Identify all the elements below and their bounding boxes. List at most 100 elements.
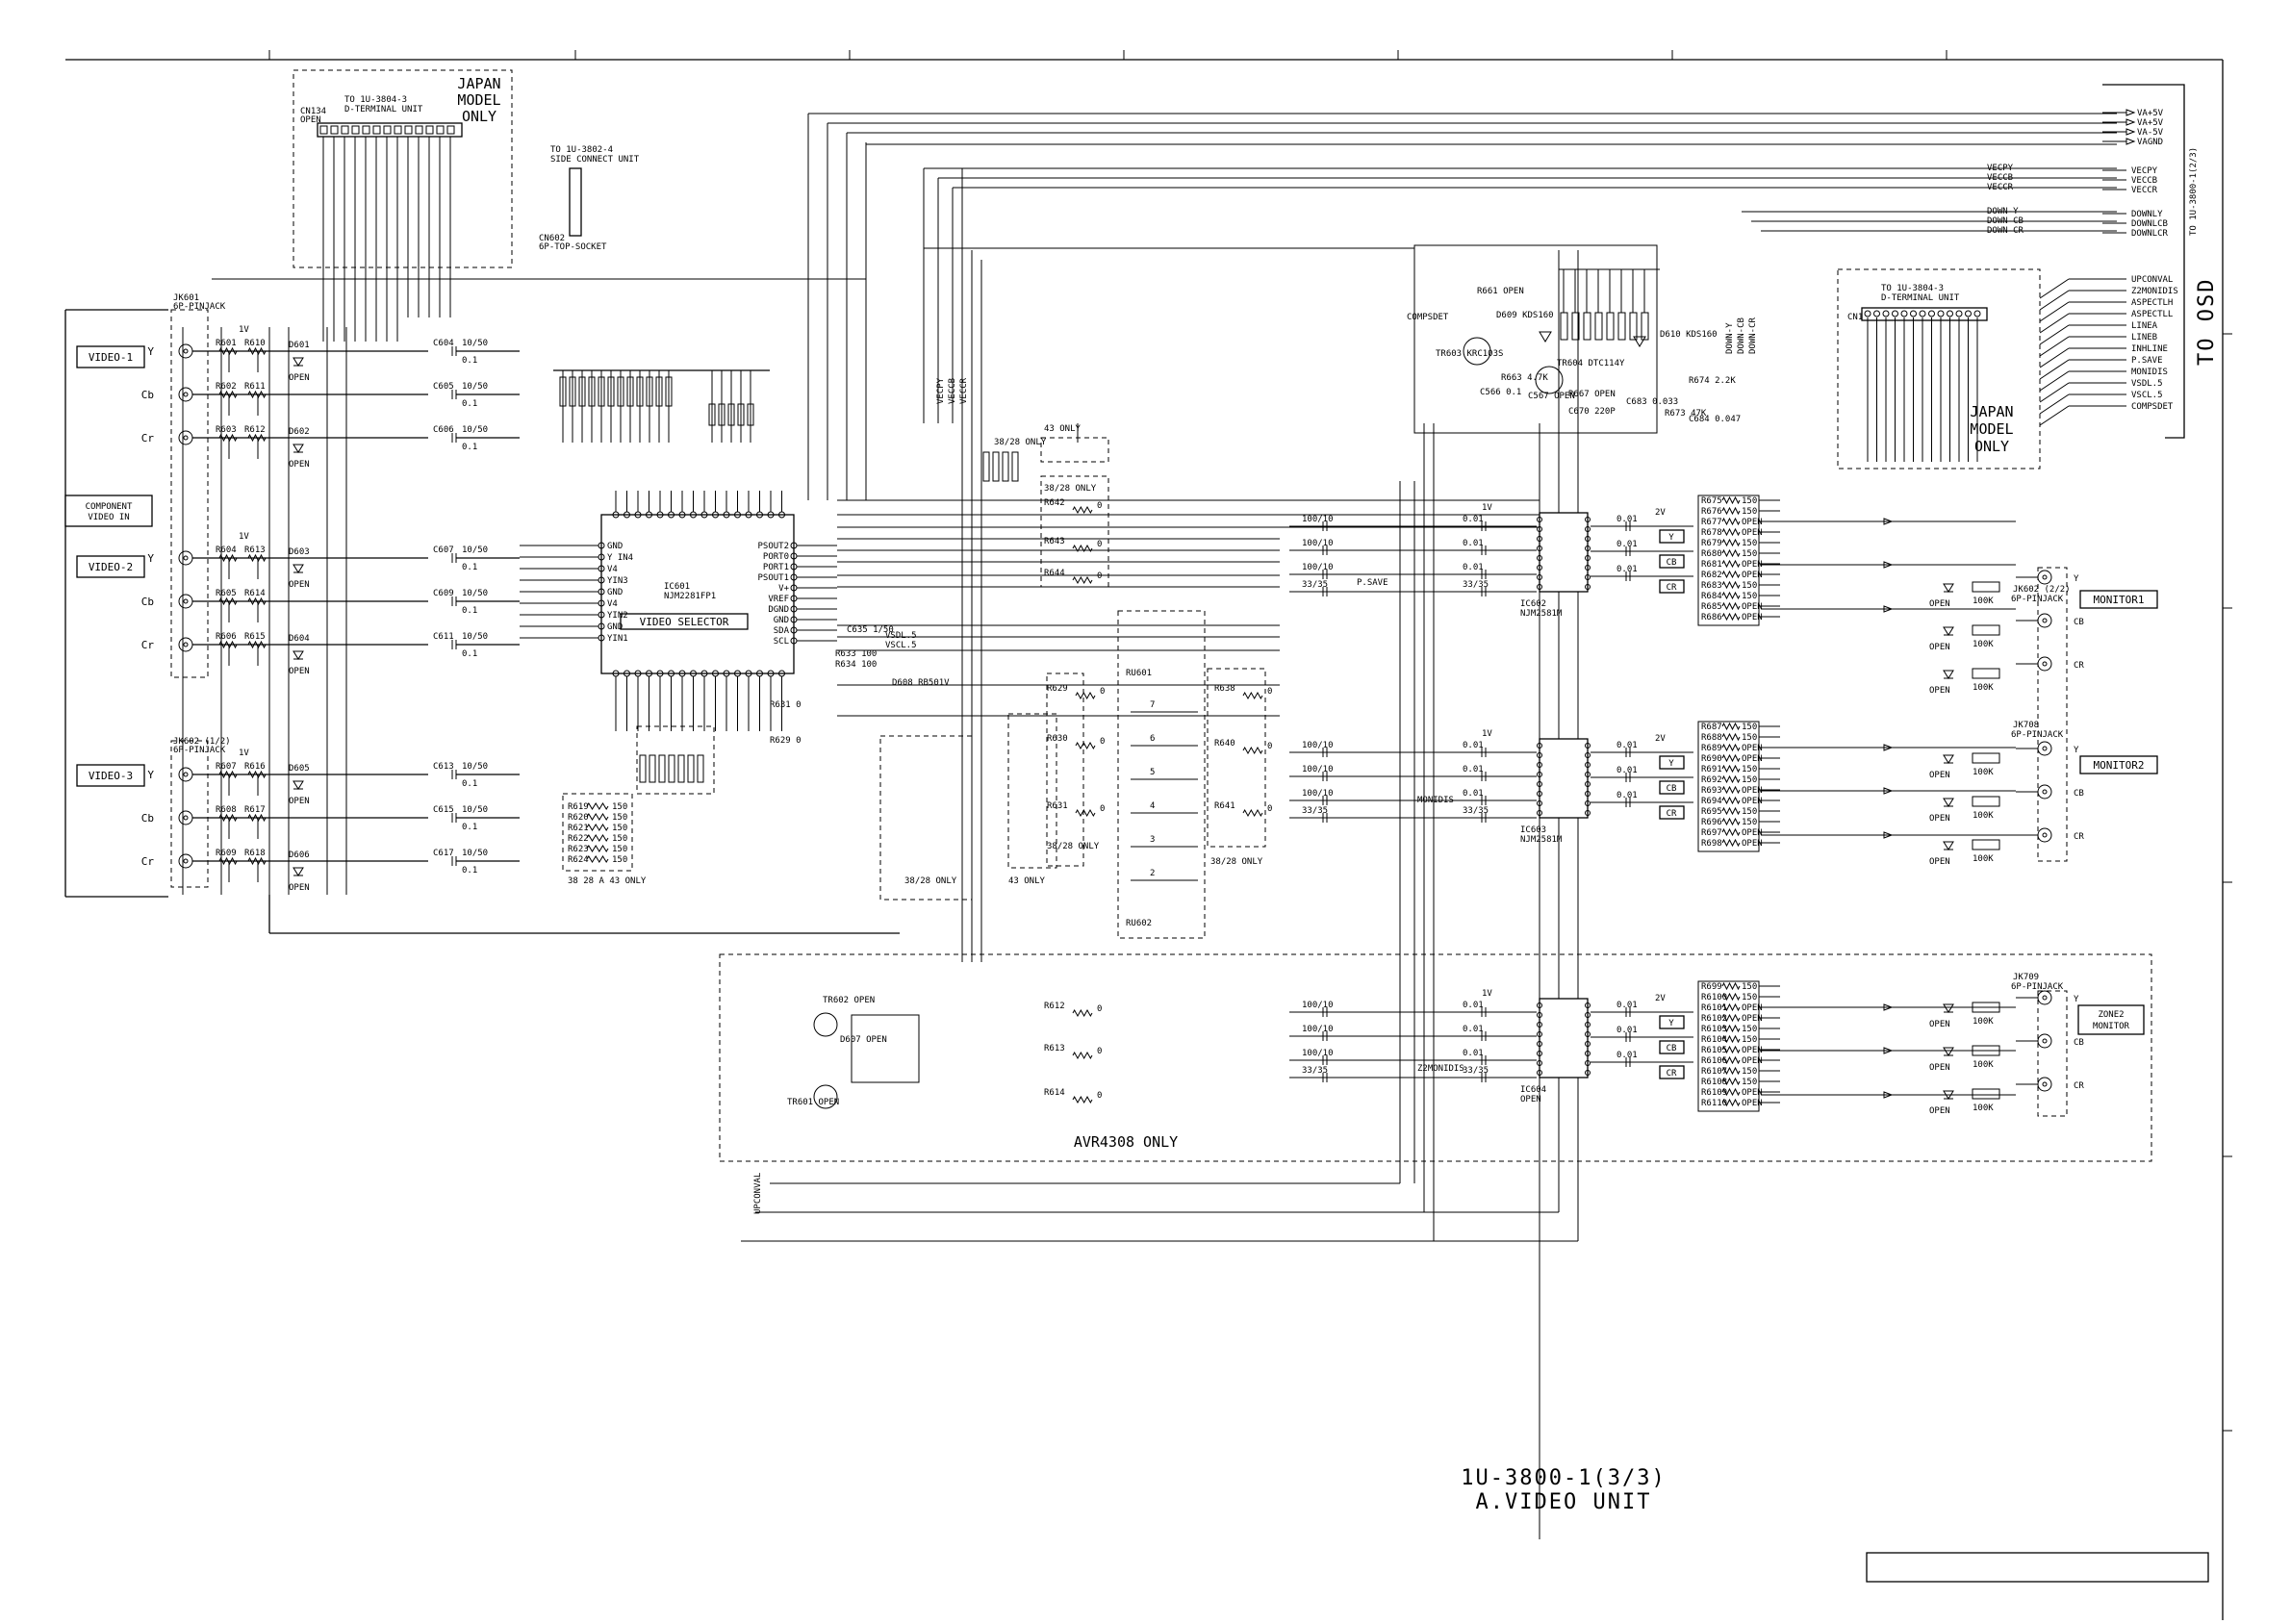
input-cap-ref: C606: [433, 425, 454, 435]
driver-pin: [1537, 1051, 1542, 1056]
opt-43-only-top: 43 ONLY: [1044, 424, 1082, 434]
input-resistor-ref: R604: [216, 546, 237, 555]
driver-in-cap-value: 100/10: [1302, 563, 1334, 572]
input-channel-label: Cr: [141, 855, 155, 868]
output-resistor-network: [1697, 495, 1760, 626]
cn602-connector: [569, 167, 582, 237]
out-res-value: 150: [1742, 1035, 1757, 1045]
vsdl-label: VSDL.5: [885, 631, 917, 641]
osd-signal: VA+5V: [2137, 109, 2164, 118]
driver-pin: [1537, 791, 1542, 797]
output-channel-label: CR: [2074, 832, 2084, 842]
bypass-res: [718, 403, 725, 426]
output-jack: [2037, 570, 2052, 585]
input-jack: [178, 853, 193, 869]
driver-in-cap2-value: 0.01: [1463, 563, 1484, 572]
resistor: [1721, 981, 1741, 991]
r633-label: R633 100: [835, 649, 877, 659]
input-jack: [178, 594, 193, 609]
jack-pin: [2042, 618, 2048, 623]
ic601-body: [600, 514, 795, 674]
cn134-pin: [394, 125, 402, 135]
output-channel-label: CR: [2074, 1081, 2084, 1091]
wire: [2039, 347, 2070, 368]
title-line1: 1U-3800-1(3/3): [1461, 1466, 1666, 1490]
cn135-pin: [1937, 310, 1945, 317]
r673-label: R673 47K: [1665, 409, 1707, 419]
output-jack: [2037, 784, 2052, 799]
input-channel-label: Y: [147, 552, 154, 565]
amp-tag-label: CR: [1667, 583, 1677, 593]
input-diode-ref: D602: [289, 427, 310, 437]
out-res-value: OPEN: [1742, 786, 1763, 796]
diode: [293, 444, 304, 453]
option-res-vertical: [1011, 451, 1019, 482]
diode: [1943, 1003, 1954, 1013]
input-channel-label: Cr: [141, 432, 155, 444]
driver-ic-body: [1539, 738, 1589, 819]
opt-res-ref: R619: [568, 802, 589, 812]
driver-pin: [1585, 517, 1591, 522]
input-resistor-ref: R612: [244, 425, 266, 435]
driver-gain-out: 2V: [1655, 508, 1666, 518]
diode: [1943, 841, 1954, 850]
option-resistor-ref: R614: [1044, 1088, 1065, 1098]
r634-label: R634 100: [835, 660, 877, 670]
input-jack: [178, 550, 193, 566]
resistor: [218, 433, 238, 443]
driver-pin: [1585, 1012, 1591, 1018]
input-diode-ref: D601: [289, 341, 310, 350]
jack-pin: [2042, 832, 2048, 838]
option-resistor-ref: R641: [1214, 801, 1235, 811]
input-gain: 1V: [239, 325, 249, 335]
resistor: [218, 856, 238, 866]
bypass-cap: [626, 376, 634, 407]
jk-mon1-ref: JK602 (2/2): [2013, 585, 2071, 595]
ic601-ref: IC601: [664, 582, 690, 592]
cn134-pin: [446, 125, 455, 135]
resistor: [1721, 764, 1741, 774]
driver-ic-ref: IC603: [1520, 825, 1546, 835]
driver-pin: [1585, 1051, 1591, 1056]
input-cap-value2: 0.1: [462, 823, 477, 832]
amp-tag: [1659, 1065, 1685, 1079]
option-res-vertical: [1002, 451, 1009, 482]
bypass-cap: [588, 376, 596, 407]
video2-box: [76, 555, 145, 578]
option-resistor-value: 0: [1097, 540, 1102, 549]
compset-res: [1641, 312, 1649, 341]
out-res-value: OPEN: [1742, 1014, 1763, 1024]
resistor: [247, 770, 267, 779]
input-cap-ref: C607: [433, 546, 454, 555]
driver-in-cap2-value: 0.01: [1463, 1049, 1484, 1058]
out-res-ref: R698: [1701, 839, 1722, 849]
driver-in-cap-value: 33/35: [1302, 1066, 1328, 1076]
option-resistor-ref: R631: [1047, 801, 1068, 811]
video-selector-tag: [620, 613, 749, 630]
osd-signal-vecg: VECCR: [2131, 186, 2158, 195]
component-video-box: [64, 495, 153, 527]
input-cap-value2: 0.1: [462, 356, 477, 366]
opt-res-ref: R624: [568, 855, 589, 865]
resistor: [247, 596, 267, 606]
c635-label: C635 1/50: [847, 625, 894, 635]
cn134-ref: CN134: [300, 107, 326, 116]
ru-pin-number: 6: [1150, 734, 1155, 744]
driver-pin: [1585, 1002, 1591, 1008]
zone2-label-2: MONITOR: [2093, 1022, 2130, 1031]
out-res-value: 150: [1742, 1078, 1757, 1087]
input-resistor-ref: R615: [244, 632, 266, 642]
input-diode-value: OPEN: [289, 580, 310, 590]
output-diode-value: OPEN: [1929, 857, 1950, 867]
driver-pin: [1585, 743, 1591, 749]
output-resistor: [1972, 1045, 2000, 1056]
r631-label: R631 0: [770, 700, 802, 710]
wire: [2039, 393, 2070, 415]
selector-pin-label: V4: [607, 599, 618, 609]
japan-label-line2: MODEL: [457, 91, 500, 109]
amp-tag: [1659, 1040, 1685, 1054]
output-jack: [2037, 656, 2052, 672]
cn135-pin: [1919, 310, 1926, 317]
resistor: [218, 596, 238, 606]
driver-pin: [1585, 584, 1591, 590]
